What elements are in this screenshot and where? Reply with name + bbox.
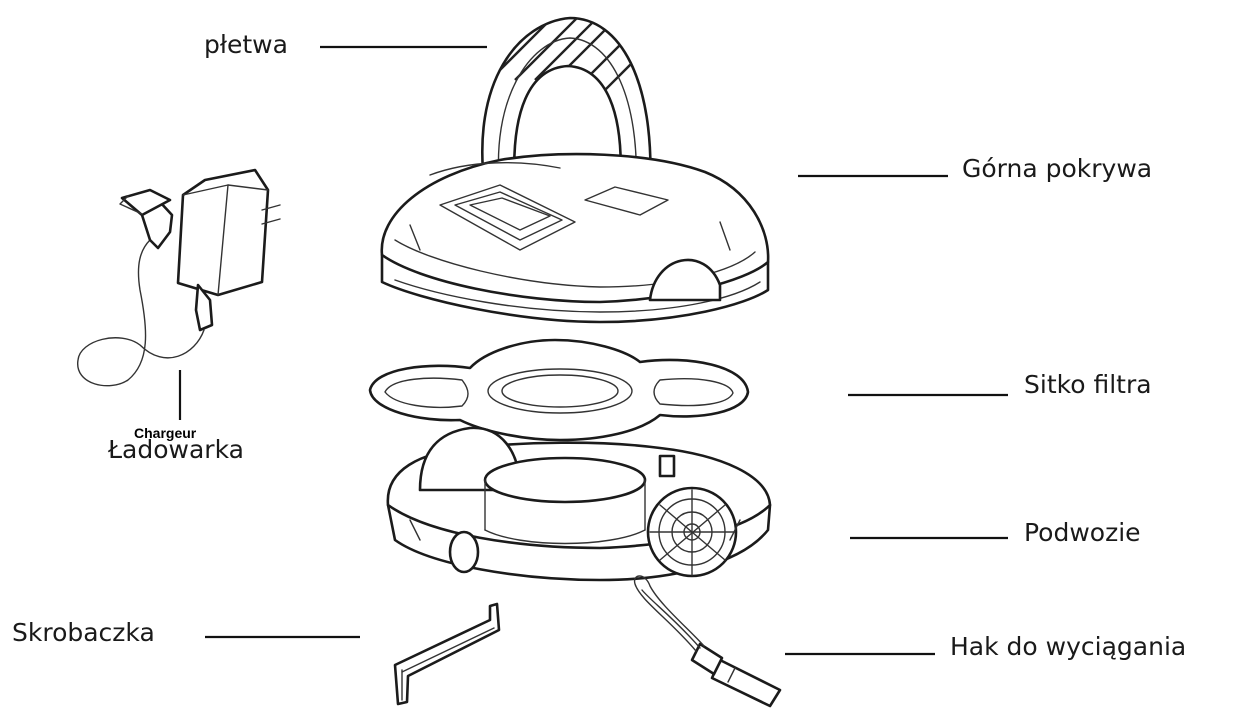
label-top-cover: Górna pokrywa (962, 156, 1152, 181)
hook-part (635, 576, 780, 706)
label-filter: Sitko filtra (1024, 372, 1152, 397)
label-chassis: Podwozie (1024, 520, 1141, 545)
filter-part (370, 340, 748, 440)
top-cover-part (382, 154, 768, 322)
chassis-part (388, 428, 770, 580)
label-fin: płetwa (204, 32, 288, 57)
charger-part (78, 170, 280, 386)
label-scraper: Skrobaczka (12, 620, 155, 645)
label-hook: Hak do wyciągania (950, 634, 1186, 659)
label-charger-overlay: Chargeur (134, 426, 196, 440)
scraper-part (395, 604, 499, 704)
